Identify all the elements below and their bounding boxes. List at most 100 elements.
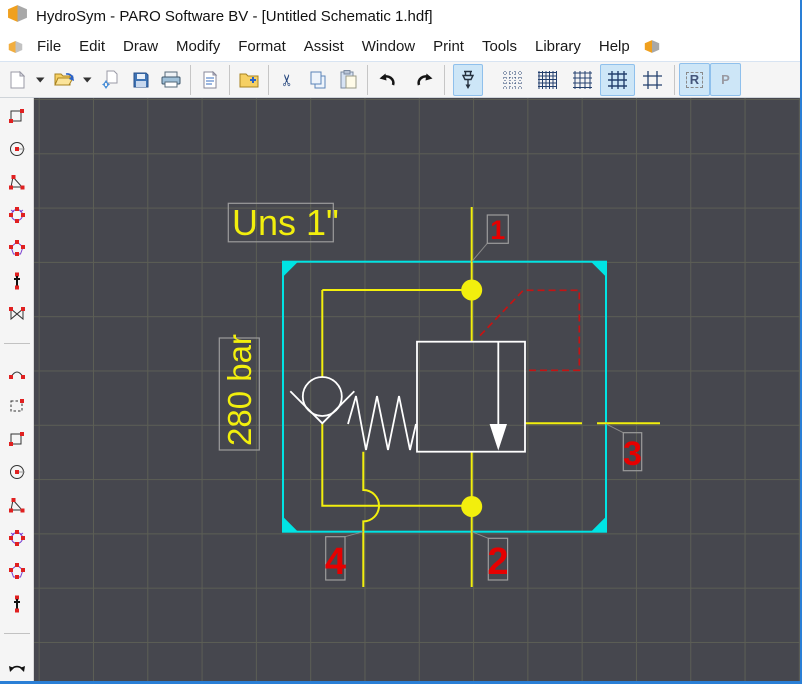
rotation-mode-button[interactable]: R [679,63,710,96]
spring [347,395,417,451]
new-document-button[interactable] [2,64,32,96]
svg-text:4: 4 [325,541,346,583]
grid-dense-button[interactable] [530,64,565,96]
rectangle-handles-icon [8,432,24,446]
drawing-canvas[interactable]: Uns 1" 280 bar 1 2 [34,98,800,681]
toolbar-separator [367,64,368,95]
menu-tools[interactable]: Tools [481,38,517,55]
new-document-icon [10,70,25,88]
hydraulic-lines[interactable] [321,207,660,587]
redo-button[interactable] [410,64,440,96]
svg-text:1: 1 [490,215,505,245]
port-3-label[interactable]: 3 [605,423,643,473]
menu-format[interactable]: Format [238,38,286,55]
menu-help[interactable]: Help [598,38,630,55]
rectangle-handles-icon [8,109,24,123]
tool-rotate-button[interactable] [5,654,29,672]
menu-assist[interactable]: Assist [303,38,344,55]
svg-text:Uns 1": Uns 1" [232,202,339,243]
snap-toggle-button[interactable] [453,63,483,96]
tool-triangle-button[interactable] [5,496,29,514]
cut-button[interactable]: ✂ [273,64,303,96]
tool-triangle-component-button[interactable] [5,173,29,191]
menu-edit[interactable]: Edit [79,38,106,55]
menu-window[interactable]: Window [361,38,416,55]
tool-mirror-component-button[interactable] [5,305,29,323]
bowtie-icon [8,307,25,321]
open-dropdown-button[interactable] [79,64,96,96]
print-button[interactable] [156,64,186,96]
open-folder-icon [54,73,74,86]
tool-dashed-rectangle-button[interactable] [5,397,29,415]
tool-arc-segment-button[interactable] [5,364,29,382]
grid-dotted-button[interactable] [495,64,530,96]
printer-icon [161,71,181,88]
svg-text:3: 3 [623,435,642,473]
menu-library[interactable]: Library [535,38,581,55]
copy-button[interactable] [303,64,333,96]
grid-open-button[interactable] [600,63,635,96]
grid-medium-button[interactable] [565,64,600,96]
tool-rectangle-component-button[interactable] [5,107,29,125]
port-4-label[interactable]: 4 [325,531,364,583]
triangle-handles-icon [8,175,24,190]
add-to-library-button[interactable] [234,64,264,96]
menu-file[interactable]: File [37,38,62,55]
menu-draw[interactable]: Draw [123,38,159,55]
snap-pin-icon [461,70,475,89]
port-2-label[interactable]: 2 [471,531,509,583]
tool-arc-button[interactable] [5,529,29,547]
point-line-icon [13,595,20,613]
paste-button[interactable] [333,64,363,96]
arc-handles-icon [8,530,25,546]
scissors-icon: ✂ [280,72,297,87]
save-button[interactable] [126,64,156,96]
triangle-handles-icon [8,498,24,513]
grid-medium-icon [573,70,592,89]
toolbar-separator [229,64,230,95]
size-label[interactable]: Uns 1" [227,202,339,243]
grid-wide-icon [643,70,662,89]
tool-arc-component-button[interactable] [5,206,29,224]
tool-point-component-button[interactable] [5,272,29,290]
undo-button[interactable] [372,64,402,96]
polygon-handles-icon [8,563,25,579]
import-page-icon [102,70,118,89]
grid-dotted-icon [503,70,522,89]
import-place-button[interactable] [96,64,126,96]
menu-modify[interactable]: Modify [176,38,221,55]
flow-arrow [489,424,507,451]
grid-wide-button[interactable] [635,64,670,96]
tool-circle-component-button[interactable] [5,140,29,158]
tool-point-button[interactable] [5,595,29,613]
toolbar: ✂ [0,62,800,98]
valve-symbol[interactable] [289,340,526,453]
pilot-line[interactable] [479,289,581,372]
tool-polygon-button[interactable] [5,562,29,580]
floating-toolbar-cube-icon[interactable] [644,39,660,54]
open-file-button[interactable] [49,64,79,96]
new-dropdown-button[interactable] [32,64,49,96]
menubar: File Edit Draw Modify Format Assist Wind… [0,32,800,62]
port-1-label[interactable]: 1 [471,214,509,263]
arc-endpoints-icon [8,371,25,379]
menu-print[interactable]: Print [433,38,464,55]
pressure-label[interactable]: 280 bar [218,334,260,451]
toolbar-separator [268,64,269,95]
junction-dot [461,496,483,517]
window-title: HydroSym - PARO Software BV - [Untitled … [36,7,433,25]
tool-sidebar [0,98,34,681]
tool-circle-button[interactable] [5,463,29,481]
undo-arrow-icon [379,73,395,85]
document-preview-button[interactable] [195,64,225,96]
circle-center-icon [9,465,25,479]
copy-pages-icon [310,71,326,88]
tool-rectangle-button[interactable] [5,430,29,448]
check-valve-ball [301,376,343,417]
grid-open-icon [608,70,627,89]
sidebar-separator [3,633,30,634]
pin-mode-button[interactable]: P [710,63,741,96]
mdi-document-icon [8,40,23,54]
tool-polygon-component-button[interactable] [5,239,29,257]
